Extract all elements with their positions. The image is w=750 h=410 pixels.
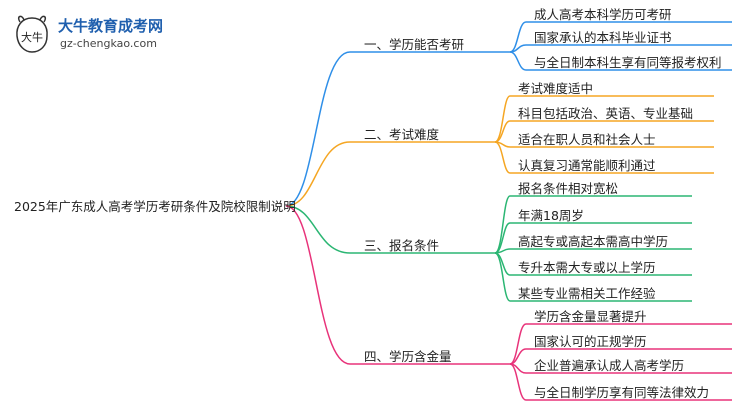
leaf-label: 某些专业需相关工作经验	[518, 286, 656, 301]
branch-connector	[285, 205, 351, 365]
leaf-label: 科目包括政治、英语、专业基础	[518, 106, 694, 121]
leaf-label: 成人高考本科学历可考研	[534, 7, 672, 22]
leaf-connector	[494, 252, 511, 302]
leaf-label: 学历含金量显著提升	[534, 309, 647, 324]
leaf-label: 认真复习通常能顺利通过	[518, 158, 656, 173]
logo-title: 大牛教育成考网	[58, 17, 164, 35]
leaf-label: 高起专或高起本需高中学历	[518, 234, 669, 249]
site-logo[interactable]: 大牛 大牛教育成考网 gz-chengkao.com	[8, 12, 178, 56]
leaf-label: 考试难度适中	[518, 81, 594, 96]
leaf-connector	[494, 95, 511, 143]
branch-label: 三、报名条件	[364, 238, 440, 253]
leaf-label: 适合在职人员和社会人士	[518, 132, 656, 147]
leaf-label: 国家认可的正规学历	[534, 334, 647, 349]
leaf-connector	[509, 21, 527, 53]
leaf-label: 企业普遍承认成人高考学历	[534, 358, 685, 373]
root-topic: 2025年广东成人高考学历考研条件及院校限制说明	[14, 199, 296, 214]
leaf-label: 与全日制学历享有同等法律效力	[534, 385, 710, 400]
leaf-connector	[494, 141, 511, 174]
leaf-connector	[509, 363, 527, 401]
leaf-label: 报名条件相对宽松	[518, 181, 619, 196]
branch-label: 二、考试难度	[364, 127, 440, 142]
branch-connector	[285, 51, 351, 207]
branch-label: 四、学历含金量	[364, 349, 452, 364]
leaf-label: 与全日制本科生享有同等报考权利	[534, 55, 722, 70]
bull-logo-icon: 大牛	[16, 15, 48, 53]
branch-connector	[285, 141, 351, 207]
branch-connector	[285, 205, 351, 254]
branch-label: 一、学历能否考研	[364, 37, 465, 52]
logo-mark-text: 大牛	[21, 30, 43, 44]
leaf-label: 年满18周岁	[518, 208, 584, 223]
leaf-label: 专升本需大专或以上学历	[518, 260, 656, 275]
leaf-connector	[509, 51, 527, 71]
logo-url: gz-chengkao.com	[60, 37, 157, 50]
leaf-connector	[494, 222, 511, 254]
leaf-connector	[509, 44, 527, 53]
leaf-label: 国家承认的本科毕业证书	[534, 30, 672, 45]
